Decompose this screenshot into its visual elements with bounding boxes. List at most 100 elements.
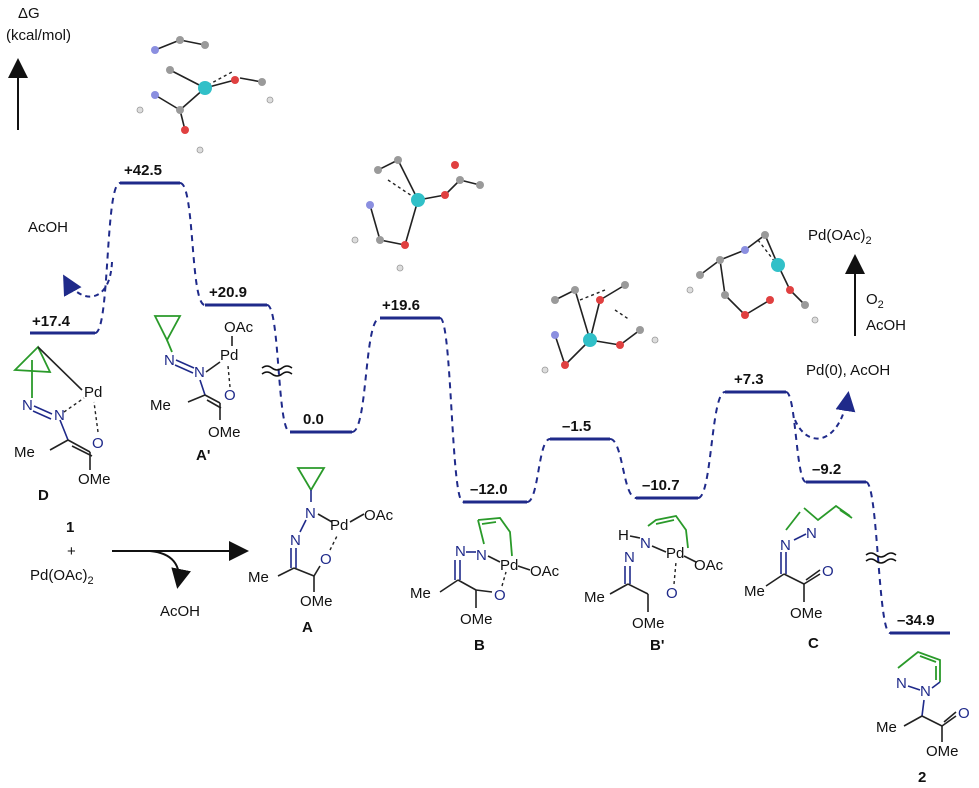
- ts-model-3: [541, 281, 659, 374]
- acoh-left-arrow: [63, 261, 113, 298]
- svg-text:H: H: [618, 527, 629, 544]
- structure-C: N N Me O OMe: [744, 504, 853, 622]
- svg-text:Pd: Pd: [220, 347, 238, 364]
- energy-TS2: +19.6: [382, 297, 420, 314]
- svg-text:N: N: [54, 407, 65, 424]
- svg-text:O: O: [320, 551, 332, 568]
- svg-text:N: N: [806, 525, 817, 542]
- svg-text:OMe: OMe: [926, 743, 959, 760]
- energy-A-prime: +20.9: [209, 284, 247, 301]
- energy-TS1: +42.5: [124, 162, 162, 179]
- svg-text:Pd: Pd: [666, 545, 684, 562]
- svg-text:N: N: [455, 543, 466, 560]
- reagent-plus: +: [67, 543, 76, 560]
- svg-text:N: N: [290, 532, 301, 549]
- svg-text:Pd: Pd: [84, 384, 102, 401]
- svg-text:O: O: [92, 435, 104, 452]
- svg-text:Me: Me: [876, 719, 897, 736]
- connector-C-P2: [865, 481, 891, 634]
- label-B: B: [474, 637, 485, 654]
- svg-text:Me: Me: [744, 583, 765, 600]
- svg-text:Me: Me: [150, 397, 171, 414]
- svg-text:OMe: OMe: [460, 611, 493, 628]
- connector-TS3-B-prime: [609, 438, 637, 499]
- connector-TS2-B: [439, 317, 464, 503]
- svg-text:Pd: Pd: [330, 517, 348, 534]
- connector-A-prime-A: [266, 304, 291, 433]
- connector-D-TS1: [94, 182, 121, 334]
- ts-model-1: [136, 36, 274, 154]
- label-2: 2: [918, 769, 926, 786]
- svg-text:N: N: [896, 675, 907, 692]
- svg-text:OAc: OAc: [530, 563, 560, 580]
- svg-text:N: N: [920, 683, 931, 700]
- svg-text:N: N: [305, 505, 316, 522]
- axis-label-delta-g: ΔG: [18, 5, 40, 22]
- label-D: D: [38, 487, 49, 504]
- svg-text:Me: Me: [584, 589, 605, 606]
- label-A: A: [302, 619, 313, 636]
- pdoac2-right-label: Pd(OAc)2: [808, 227, 872, 247]
- break-mark-left: [261, 365, 293, 371]
- energy-TS4: +7.3: [734, 371, 764, 388]
- svg-text:O: O: [958, 705, 970, 722]
- svg-text:Me: Me: [248, 569, 269, 586]
- pd0-release-arrow: [794, 391, 856, 440]
- svg-text:O: O: [494, 587, 506, 604]
- acoh-left-label: AcOH: [28, 219, 68, 236]
- structure-2: N N Me O OMe: [876, 650, 970, 760]
- connector-A-TS2: [351, 317, 381, 433]
- label-A-prime: A': [196, 447, 210, 464]
- svg-text:OAc: OAc: [364, 507, 394, 524]
- svg-text:O: O: [666, 585, 678, 602]
- svg-text:O: O: [224, 387, 236, 404]
- svg-text:OMe: OMe: [632, 615, 665, 632]
- svg-text:Pd: Pd: [500, 557, 518, 574]
- svg-text:N: N: [624, 549, 635, 566]
- svg-text:N: N: [640, 535, 651, 552]
- reagent-pdoac2: Pd(OAc)2: [30, 567, 94, 587]
- svg-text:OAc: OAc: [694, 557, 724, 574]
- svg-text:N: N: [22, 397, 33, 414]
- energy-P2: –34.9: [897, 612, 935, 629]
- ts-model-4: [686, 231, 819, 324]
- energy-B: –12.0: [470, 481, 508, 498]
- svg-text:N: N: [780, 537, 791, 554]
- acoh-right-label: AcOH: [866, 317, 906, 334]
- structure-A: N Pd OAc N Me O OMe: [248, 467, 394, 610]
- label-C: C: [808, 635, 819, 652]
- o2-label: O2: [866, 291, 884, 311]
- byproduct-acoh: AcOH: [160, 603, 200, 620]
- structure-A-prime: N N Pd OAc O Me OMe: [150, 315, 254, 441]
- reagent-1: 1: [66, 519, 74, 536]
- energy-D: +17.4: [32, 313, 71, 330]
- svg-text:N: N: [476, 547, 487, 564]
- energy-B-prime: –10.7: [642, 477, 680, 494]
- energy-A: 0.0: [303, 411, 324, 428]
- axis-label-units: (kcal/mol): [6, 27, 71, 44]
- structure-D: Pd N N O Me OMe: [12, 345, 111, 488]
- label-B-prime: B': [650, 637, 664, 654]
- connector-TS4-C: [785, 391, 807, 483]
- break-mark-right-2: [865, 558, 897, 564]
- svg-text:Me: Me: [14, 444, 35, 461]
- connector-TS1-A-prime: [179, 182, 206, 306]
- svg-text:Me: Me: [410, 585, 431, 602]
- svg-text:N: N: [194, 364, 205, 381]
- break-mark-left-2: [261, 371, 293, 377]
- svg-text:OMe: OMe: [790, 605, 823, 622]
- break-mark-right: [865, 552, 897, 558]
- energy-TS3: –1.5: [562, 418, 591, 435]
- energy-C: –9.2: [812, 461, 841, 478]
- ts-model-2: [351, 156, 484, 272]
- svg-text:OMe: OMe: [300, 593, 333, 610]
- svg-text:OMe: OMe: [78, 471, 111, 488]
- connector-B-TS3: [526, 438, 551, 503]
- structure-B-prime: H N Pd OAc N Me O OMe: [584, 515, 724, 632]
- svg-text:O: O: [822, 563, 834, 580]
- svg-text:OMe: OMe: [208, 424, 241, 441]
- structure-B: N Pd OAc N Me O OMe: [410, 517, 560, 628]
- byproduct-arrow: [149, 550, 191, 589]
- connector-B-prime-TS4: [697, 391, 726, 499]
